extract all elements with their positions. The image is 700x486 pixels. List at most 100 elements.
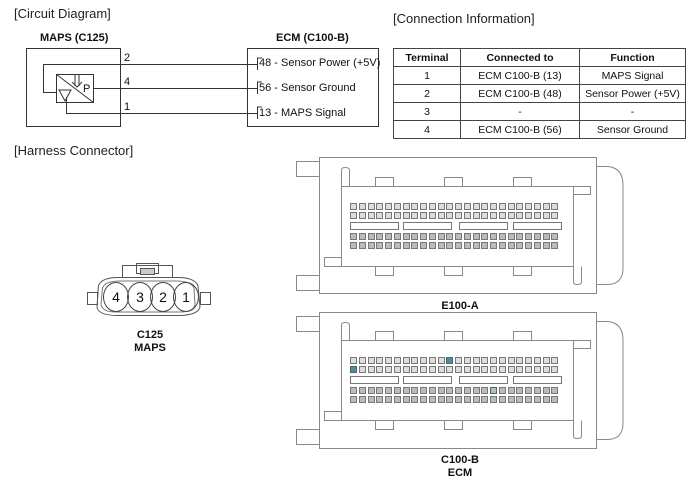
connector-pin — [542, 203, 550, 210]
connector-pin — [455, 366, 462, 373]
table-cell: Sensor Power (+5V) — [579, 84, 686, 103]
connector-pin — [437, 387, 445, 394]
connector-pin — [367, 396, 375, 403]
connector-pin — [420, 233, 427, 240]
connector-pin — [525, 233, 532, 240]
sensor-pin-label: 2 — [124, 52, 131, 64]
connector-pin — [516, 366, 524, 373]
connector-pin — [446, 242, 454, 249]
connector-pin — [428, 396, 436, 403]
connector-pin — [455, 387, 462, 394]
connector-pin — [437, 212, 445, 219]
connector-pin — [385, 357, 392, 364]
connector-pin — [385, 387, 392, 394]
connector-slot — [513, 376, 562, 384]
wire-maps-signal — [66, 97, 258, 114]
connector-pin — [507, 396, 515, 403]
ecm-terminal-label: 56 - Sensor Ground — [259, 82, 356, 94]
connector-pin — [350, 212, 357, 219]
connector-pin — [481, 357, 489, 364]
connector-pin — [507, 387, 515, 394]
connector-pin — [551, 366, 559, 373]
connector-pin — [350, 203, 357, 210]
table-cell: 1 — [393, 66, 461, 85]
connector-pin — [551, 387, 559, 394]
connector-pin — [481, 203, 489, 210]
connector-pin — [533, 387, 541, 394]
connector-pin — [411, 396, 419, 403]
connector-pin — [463, 203, 471, 210]
connector-pin — [498, 242, 506, 249]
connector-pin — [385, 212, 392, 219]
connector-pin — [402, 233, 410, 240]
connector-pin — [376, 396, 384, 403]
connector-pin — [463, 387, 471, 394]
connector-pin — [358, 387, 366, 394]
table-header: Terminal — [393, 48, 461, 67]
connector-pin — [498, 366, 506, 373]
connector-pin — [358, 366, 366, 373]
connector-pin — [498, 203, 506, 210]
connector-pin — [367, 357, 375, 364]
connector-pin — [385, 242, 392, 249]
connector-pin — [551, 212, 559, 219]
connector-slot — [350, 222, 399, 230]
connector-pin — [402, 396, 410, 403]
connector-pin — [367, 203, 375, 210]
circuit-diagram: P — [26, 48, 379, 127]
connector-pin — [525, 212, 532, 219]
connector-pin — [490, 357, 497, 364]
section-title-circuit-diagram: [Circuit Diagram] — [14, 6, 111, 21]
connector-pin — [498, 233, 506, 240]
connector-pin — [411, 387, 419, 394]
connector-pin — [428, 366, 436, 373]
connector-pin — [551, 242, 559, 249]
connector-pin — [490, 366, 497, 373]
connector-pin — [481, 242, 489, 249]
connector-pin — [463, 366, 471, 373]
connector-pin — [367, 366, 375, 373]
connection-table: Terminal Connected to Function 1 ECM C10… — [393, 48, 686, 139]
table-cell: ECM C100-B (56) — [460, 120, 580, 139]
connector-pin — [402, 357, 410, 364]
ecm-connector-a — [290, 150, 670, 295]
connector-pin — [472, 203, 480, 210]
connector-pin — [358, 212, 366, 219]
connector-pin — [516, 357, 524, 364]
connector-pin — [393, 387, 401, 394]
table-cell: 2 — [393, 84, 461, 103]
ecm-terminal-label: 13 - MAPS Signal — [259, 107, 346, 119]
table-header: Connected to — [460, 48, 580, 67]
connector-pin — [358, 233, 366, 240]
table-row: 2 ECM C100-B (48) Sensor Power (+5V) — [393, 84, 686, 103]
table-header: Function — [579, 48, 686, 67]
connector-pin — [367, 233, 375, 240]
connector-pin — [498, 387, 506, 394]
connector-pin — [481, 396, 489, 403]
connector-pin — [533, 212, 541, 219]
connector-pin — [525, 396, 532, 403]
connector-pin — [490, 242, 497, 249]
connector-pin — [490, 212, 497, 219]
connector-pin — [350, 396, 357, 403]
section-title-connection-information: [Connection Information] — [393, 11, 535, 26]
connector-pin — [420, 396, 427, 403]
ecm-connector-a-outline — [296, 157, 624, 294]
connector-pin — [367, 242, 375, 249]
connector-pin — [525, 203, 532, 210]
connector-pin — [525, 366, 532, 373]
connector-pin — [446, 396, 454, 403]
table-cell: 3 — [393, 102, 461, 121]
connector-pin — [472, 233, 480, 240]
connector-pin — [525, 357, 532, 364]
connector-pin — [455, 396, 462, 403]
connector-pin — [411, 357, 419, 364]
connector-pin — [507, 357, 515, 364]
connector-pin — [516, 242, 524, 249]
connector-pin — [446, 387, 454, 394]
connector-pin — [455, 233, 462, 240]
connector-pin — [402, 242, 410, 249]
connector-pin — [533, 203, 541, 210]
connector-pin — [498, 212, 506, 219]
connector-pin — [525, 242, 532, 249]
